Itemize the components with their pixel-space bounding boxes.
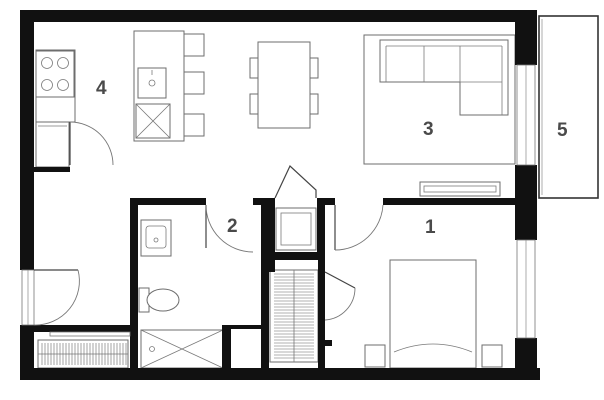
doors <box>33 121 384 326</box>
stove <box>35 50 75 98</box>
sectional-sofa <box>379 39 509 116</box>
bathroom-fixtures <box>138 219 224 369</box>
walls <box>20 10 540 380</box>
bedroom-fixtures <box>364 259 503 369</box>
tv-console <box>419 181 501 197</box>
dining-chair <box>249 57 259 79</box>
living-room-fixtures <box>363 34 516 197</box>
room-label-kitchen: 4 <box>96 78 107 99</box>
toilet-bowl <box>146 288 180 312</box>
fridge <box>35 121 70 168</box>
nightstand <box>481 344 503 368</box>
dining-chair <box>309 57 319 79</box>
room-label-bedroom: 1 <box>425 217 436 238</box>
bed <box>389 259 477 369</box>
dining-set <box>249 41 319 129</box>
room-labels: 1 2 3 4 5 <box>96 78 568 238</box>
dining-chair <box>309 93 319 115</box>
nightstand <box>364 344 386 368</box>
bar-stool <box>183 33 205 57</box>
dining-table <box>257 41 311 129</box>
bar-stool <box>183 71 205 95</box>
room-label-bathroom: 2 <box>227 216 238 237</box>
dining-chair <box>249 93 259 115</box>
room-label-balcony: 5 <box>557 120 568 141</box>
washer-dryer <box>275 207 317 251</box>
balcony <box>538 15 599 199</box>
kitchen-fixtures <box>35 30 205 168</box>
windows <box>21 64 536 339</box>
room-label-living-room: 3 <box>423 119 434 140</box>
kitchen-sink <box>137 67 167 99</box>
bar-stool <box>183 113 205 137</box>
closet-hangers <box>41 273 314 365</box>
washer <box>275 207 317 251</box>
